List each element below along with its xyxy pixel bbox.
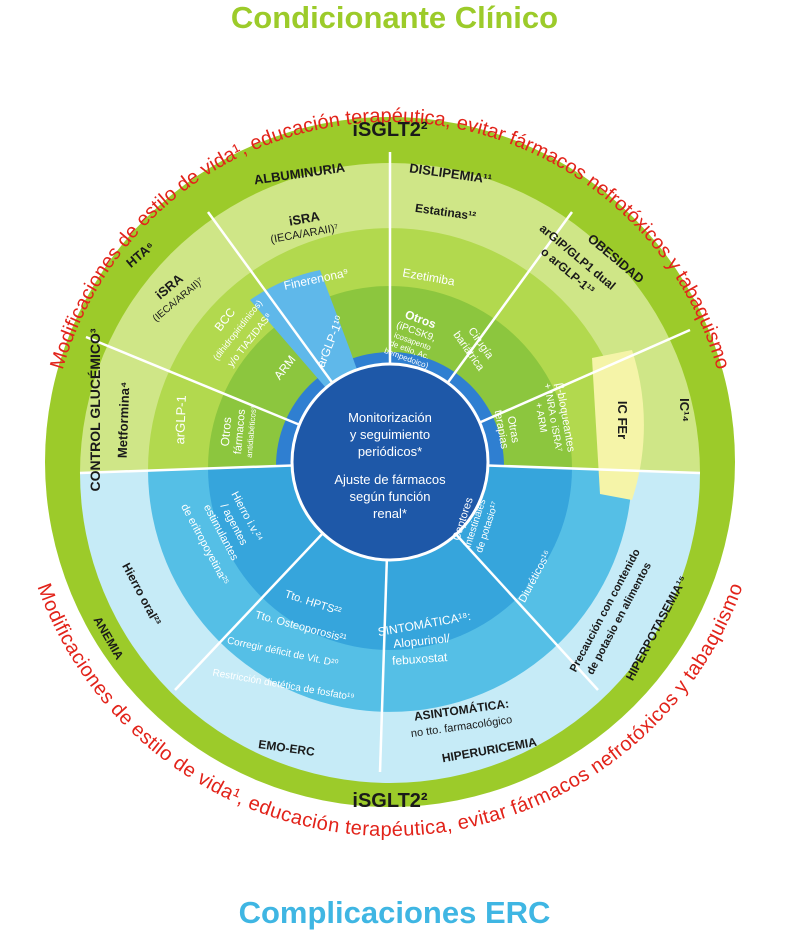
svg-text:Monitorización: Monitorización: [348, 410, 432, 425]
svg-text:y seguimiento: y seguimiento: [350, 427, 430, 442]
svg-text:renal*: renal*: [373, 506, 407, 521]
svg-text:según función: según función: [350, 489, 431, 504]
svg-text:+ ARM: + ARM: [532, 402, 548, 434]
svg-text:arGLP-1: arGLP-1: [172, 395, 189, 445]
svg-text:fármacos: fármacos: [232, 408, 248, 455]
svg-text:Alopurinol/: Alopurinol/: [393, 631, 452, 651]
svg-text:IC¹⁴: IC¹⁴: [677, 398, 692, 422]
ring-label-bottom: iSGLT2²: [352, 790, 428, 812]
ic-fer-band: [592, 350, 644, 500]
svg-text:periódicos*: periódicos*: [358, 444, 422, 459]
sector-control-glucemico: CONTROL GLUCÉMICO³ Metformina⁴ arGLP-1 O…: [87, 328, 258, 491]
svg-text:febuxostat: febuxostat: [392, 650, 449, 668]
bottom-title: Complicaciones ERC: [238, 895, 551, 930]
svg-text:Otros: Otros: [218, 416, 235, 446]
svg-text:Otras: Otras: [505, 415, 522, 444]
center-text: Monitorización y seguimiento periódicos*…: [334, 410, 446, 521]
svg-text:IC FEr: IC FEr: [615, 401, 630, 439]
svg-text:iSRA: iSRA: [288, 208, 322, 228]
svg-text:Ajuste de fármacos: Ajuste de fármacos: [334, 472, 446, 487]
svg-text:CONTROL GLUCÉMICO³: CONTROL GLUCÉMICO³: [87, 328, 103, 491]
svg-text:Metformina⁴: Metformina⁴: [115, 381, 133, 458]
center-disc: [290, 362, 490, 562]
sector-backgrounds: [45, 117, 735, 807]
ring-label-top: iSGLT2²: [352, 119, 428, 141]
top-title: Condicionante Clínico: [230, 0, 559, 35]
